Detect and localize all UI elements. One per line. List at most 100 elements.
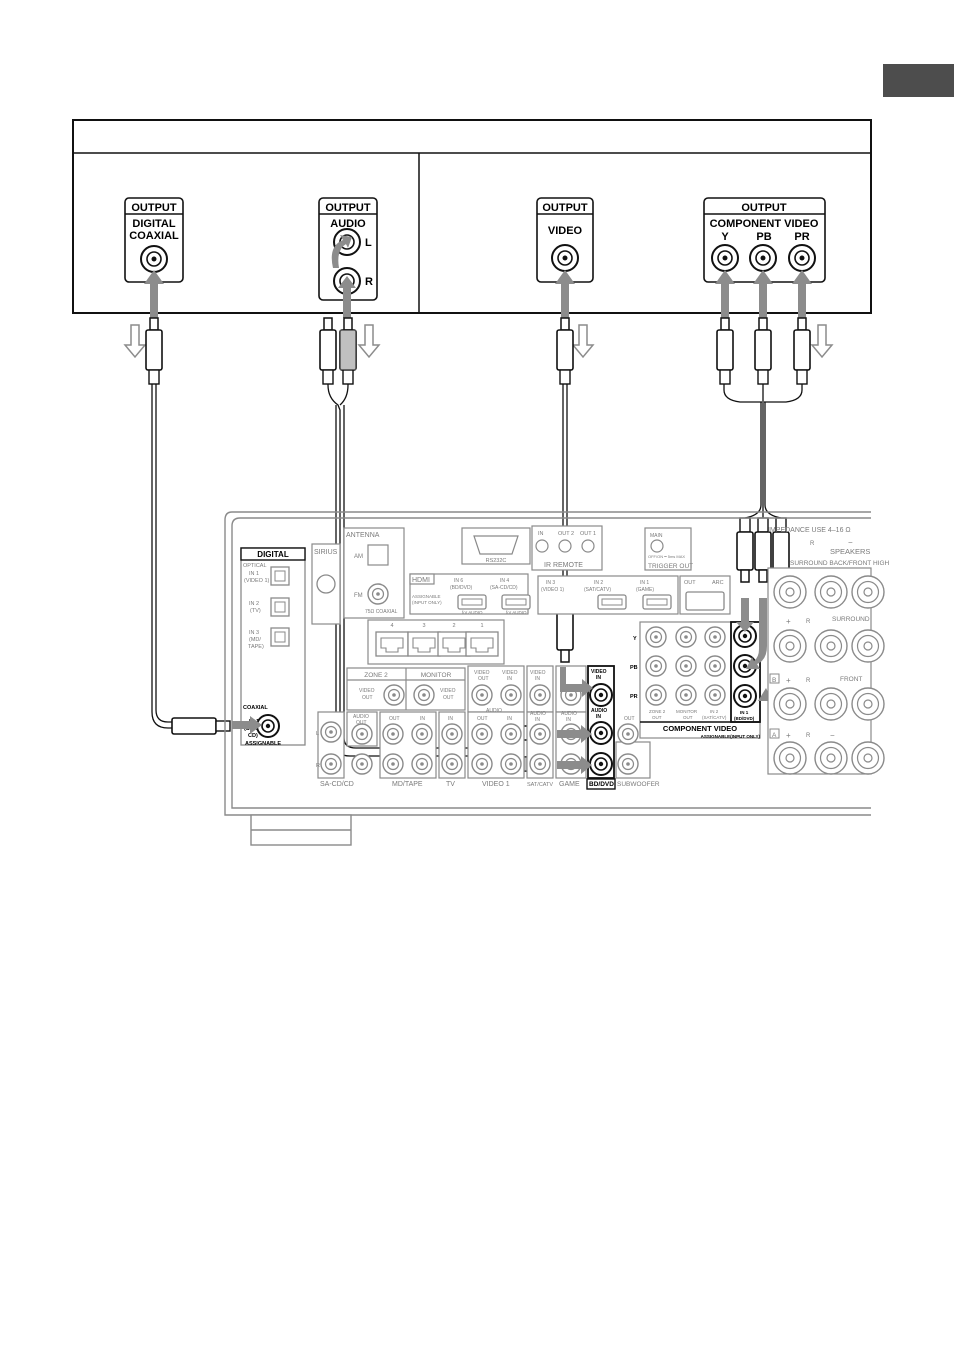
game-audio-in-label: AUDIO <box>561 711 577 717</box>
audio-right-label: R <box>365 276 373 288</box>
surround-plus-label: + <box>786 617 791 626</box>
component-output-header: OUTPUT <box>741 202 787 214</box>
sirius-label: SIRIUS <box>314 549 338 556</box>
hdmi-in4-sub: (SA-CD/CD) <box>490 585 518 591</box>
input-label-game: GAME <box>559 781 580 788</box>
sacd-audio-l-jack-icon <box>320 721 342 743</box>
speaker-terminal-section: IMPEDANCE USE 4–16 Ω SPEAKERS SURROUND B… <box>767 527 889 775</box>
page-tab <box>883 64 954 97</box>
optical-in3-sub2: TAPE) <box>248 644 264 650</box>
hdmi-in2-port-icon <box>597 594 627 610</box>
component-pb-plug-icon <box>754 317 772 385</box>
mdtape-in-r-jack-icon <box>411 753 433 775</box>
sacd-l-label: L <box>316 731 319 737</box>
source-arrows <box>144 235 812 320</box>
subwoofer-out-label: OUT <box>624 716 635 722</box>
video-output-label: VIDEO <box>548 225 583 237</box>
video1-in-jack-icon <box>500 684 522 706</box>
speaker-minus-label: − <box>848 538 853 547</box>
fm-sub-label: 75Ω COAXIAL <box>365 609 398 615</box>
component-in-y-label: Y <box>633 636 637 642</box>
video-jack-icon <box>551 244 579 272</box>
monitor-label: MONITOR <box>421 672 452 679</box>
trigger-range-label: OFF/ON ━ 5ms MAX <box>648 554 685 559</box>
audio-left-plug-icon <box>319 317 337 385</box>
optical-in2-sub: (TV) <box>250 608 261 614</box>
bd-audio-in-label: AUDIO <box>591 708 607 714</box>
component-output-label: COMPONENT VIDEO <box>710 218 819 230</box>
lan-port-section: 4 3 2 1 <box>367 619 505 665</box>
coaxial-in-sub2: CD) <box>248 733 258 739</box>
video-output-header: OUTPUT <box>542 202 588 214</box>
surround-plus-terminal-icon <box>773 629 807 663</box>
coaxial-assignable: ASSIGNABLE <box>245 741 281 747</box>
optical-in1-label: IN 1 <box>249 571 259 577</box>
speaker-b-label: B <box>772 677 776 684</box>
component-section-label: COMPONENT VIDEO <box>663 724 737 733</box>
zone2-audio-out-label2: OUT <box>356 720 367 726</box>
hdmi-section: HDMI IN 6 (BD/DVD) IN 4 (SA-CD/CD) ASSIG… <box>409 573 731 615</box>
mdtape-in-label: IN <box>420 716 425 722</box>
hdmi-in1-sub: (GAME) <box>636 587 654 593</box>
sb-plus-terminal-icon <box>773 575 807 609</box>
sat-video-in-label: VIDEO <box>530 670 546 676</box>
component-video-input-section: Y PB PR ZONE 2 OUT MONITOR OUT IN 2 (SAT… <box>630 621 761 739</box>
hdmi-in6-sub: (BD/DVD) <box>450 585 473 591</box>
front-b-plus-label: + <box>786 676 791 685</box>
surround-r-terminal-icon <box>851 629 885 663</box>
mdtape-out-r-jack-icon <box>382 753 404 775</box>
sat-audio-in-label2: IN <box>535 717 540 723</box>
hdmi-in1-port-icon <box>642 594 672 610</box>
monitor-y-jack-icon <box>675 626 697 648</box>
surround-back-label: SURROUND BACK/FRONT HIGH <box>790 560 889 567</box>
sat-audio-in-label: AUDIO <box>530 711 546 717</box>
component-y-label: Y <box>721 231 729 243</box>
digital-output-line2: COAXIAL <box>129 230 179 242</box>
trigger-main-label: MAIN <box>650 533 663 539</box>
in2-pr-jack-icon <box>704 684 726 706</box>
hdmi-in3-label: IN 3 <box>546 580 555 586</box>
hdmi-arc-label: ARC <box>712 580 724 586</box>
sat-video-in-jack-icon <box>529 684 551 706</box>
input-label-subwoofer: SUBWOOFER <box>617 781 660 788</box>
digital-output-line1: DIGITAL <box>132 218 175 230</box>
zone2-video-out-label: VIDEO <box>359 688 375 694</box>
video1-video-out-label: VIDEO <box>474 670 490 676</box>
hdmi-assignable: ASSIGNABLE <box>412 594 441 599</box>
front-a-plus-terminal-icon <box>773 741 807 775</box>
antenna-label: ANTENNA <box>346 532 380 539</box>
optical-label: OPTICAL <box>243 563 267 569</box>
zone2-pb-jack-icon <box>645 655 667 677</box>
zone2-y-jack-icon <box>645 626 667 648</box>
input-label-sacd: SA-CD/CD <box>320 781 354 788</box>
input-label-mdtape: MD/TAPE <box>392 781 423 788</box>
front-b-plus-terminal-icon <box>773 687 807 721</box>
optical-in2-port-icon <box>270 597 290 617</box>
component-pr-jack-icon <box>788 244 816 272</box>
front-a-r-label: R <box>806 733 811 739</box>
input-labels-row: SA-CD/CD MD/TAPE TV VIDEO 1 SAT/CATV GAM… <box>320 778 660 790</box>
hdmi-label: HDMI <box>412 577 430 584</box>
hdmi-in6-port-icon <box>457 594 487 610</box>
zone2-audio-r-jack-icon <box>351 753 373 775</box>
sat-audio-r-jack-icon <box>529 753 551 775</box>
video1-audio-label: AUDIO <box>486 708 502 714</box>
input-label-bddvd: BD/DVD <box>589 781 614 788</box>
monitor-pr-jack-icon <box>675 684 697 706</box>
audio-output: OUTPUT AUDIO L R <box>318 197 378 301</box>
lan-port-label-4: 4 <box>390 623 393 629</box>
optical-in1-sub: (VIDEO 1) <box>244 578 270 584</box>
zone2-video-out-label2: OUT <box>362 695 373 701</box>
front-b-r-terminal-icon <box>851 687 885 721</box>
surround-minus-terminal-icon <box>814 629 848 663</box>
input-label-satcatv: SAT/CATV <box>527 782 553 788</box>
bd-video-in-label: VIDEO <box>591 669 607 675</box>
hdmi-out-label: OUT <box>684 580 696 586</box>
input-label-tv: TV <box>446 781 455 788</box>
sat-video-in-label2: IN <box>535 676 540 682</box>
tv-in-label: IN <box>448 716 453 722</box>
hdmi-in2-sub: (SAT/CATV) <box>584 587 611 593</box>
optical-in3-port-icon <box>270 627 290 647</box>
monitor-video-out-label2: OUT <box>443 695 454 701</box>
ir-remote-label: IR REMOTE <box>544 562 583 569</box>
